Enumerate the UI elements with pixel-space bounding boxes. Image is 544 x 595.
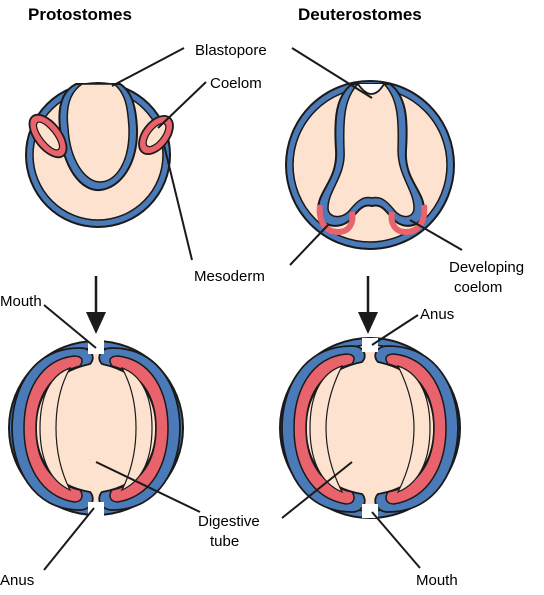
- arrow-left: [86, 276, 106, 334]
- coelom-right: [145, 122, 167, 148]
- leader-digestive-left: [95, 461, 201, 513]
- coelom-left: [39, 366, 72, 492]
- deuterostome-embryo: [279, 337, 461, 519]
- archenteron-cavity: [327, 83, 415, 218]
- coelom-left: [309, 364, 344, 494]
- protostome-embryo: [8, 340, 184, 516]
- deuterostome-gastrula: [285, 80, 455, 250]
- mesoderm-left: [23, 355, 83, 503]
- leader-blastopore-left: [111, 47, 185, 87]
- label-mouth-top: Mouth: [0, 293, 42, 310]
- heading-protostomes: Protostomes: [28, 5, 132, 24]
- leader-mouth-left: [43, 304, 97, 349]
- label-digestive-1: Digestive: [198, 513, 260, 530]
- blastopore-opening: [357, 83, 385, 95]
- label-mouth-bottom: Mouth: [416, 572, 458, 589]
- coelom-right: [120, 366, 153, 492]
- leader-anus-left: [43, 507, 95, 571]
- archenteron-cavity: [66, 83, 130, 183]
- anus-opening: [88, 502, 104, 516]
- leader-mesoderm-right: [289, 224, 329, 266]
- anus-opening: [362, 338, 378, 352]
- label-digestive-2: tube: [210, 533, 239, 550]
- label-developing-coelom-2: coelom: [454, 279, 502, 296]
- leader-mesoderm-left: [163, 144, 193, 261]
- label-anus-top: Anus: [420, 306, 454, 323]
- coelom-right: [396, 364, 431, 494]
- leader-coelom: [157, 81, 207, 129]
- developing-coelom-left: [316, 204, 356, 236]
- leader-mouth-right: [371, 511, 421, 569]
- label-developing-coelom-1: Developing: [449, 259, 524, 276]
- label-coelom: Coelom: [210, 75, 262, 92]
- leader-developing-coelom: [409, 219, 463, 251]
- label-anus-bottom: Anus: [0, 572, 34, 589]
- mesoderm-left: [293, 353, 355, 505]
- leader-blastopore-right: [291, 47, 373, 99]
- developing-coelom-right: [388, 204, 428, 236]
- heading-deuterostomes: Deuterostomes: [298, 5, 422, 24]
- mesoderm-right: [109, 355, 169, 503]
- leader-digestive-right: [281, 461, 353, 519]
- coelom-left: [35, 121, 61, 151]
- mesoderm-right: [385, 353, 447, 505]
- protostome-gastrula: [25, 82, 174, 228]
- leader-anus-right: [371, 314, 419, 346]
- label-mesoderm: Mesoderm: [194, 268, 265, 285]
- label-blastopore: Blastopore: [195, 42, 267, 59]
- arrow-right: [358, 276, 378, 334]
- leader-lines: [43, 47, 463, 571]
